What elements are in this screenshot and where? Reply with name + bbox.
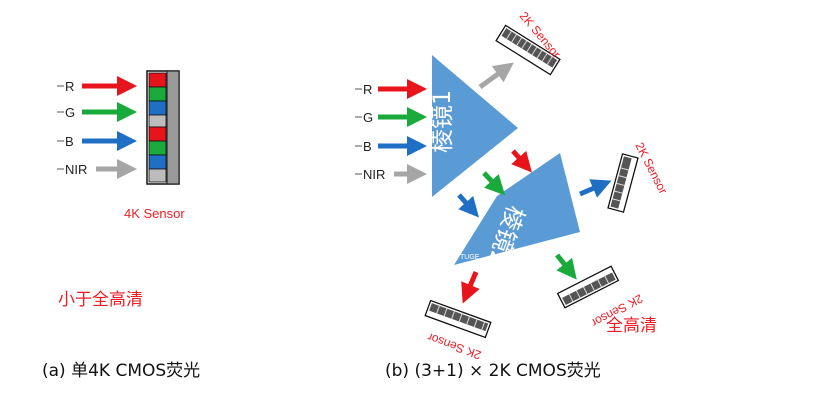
panel-a: R G B NIR 4K Sensor 小于全高清	[57, 70, 185, 310]
b-to-sensor-arrow	[579, 179, 612, 198]
b-input-label-b: B	[363, 139, 372, 154]
r-to-sensor-arrow	[461, 271, 480, 304]
4k-sensor	[146, 70, 180, 185]
g-to-sensor-arrow	[555, 253, 577, 280]
2k-sensor-green	[556, 265, 620, 309]
b-arrow-p1-p2	[457, 193, 479, 218]
prism-2-watermark: TUGE	[460, 254, 480, 261]
panel-b: R G B NIR 棱镜1 棱镜2 TUGE	[355, 9, 670, 362]
r-input-label: R	[65, 79, 74, 94]
nir-input-label-b: NIR	[363, 167, 385, 182]
panel-a-note: 小于全高清	[58, 290, 143, 310]
panel-a-caption: (a) 单4K CMOS荧光	[42, 361, 201, 381]
prism-1	[432, 55, 518, 197]
2k-sensor-red	[424, 299, 492, 339]
g-arrow-p1-p2	[482, 171, 506, 196]
4k-sensor-label: 4K Sensor	[124, 206, 185, 221]
b-input-label: B	[65, 134, 74, 149]
prism-1-label: 棱镜1	[428, 90, 456, 153]
prism-2	[454, 153, 580, 265]
2k-sensor-nir	[495, 24, 561, 76]
2k-sensor-blue	[607, 153, 639, 213]
panel-b-caption: (b) (3+1) × 2K CMOS荧光	[385, 361, 601, 381]
r-arrow-p1-p2	[511, 149, 532, 173]
g-input-label: G	[65, 105, 75, 120]
2k-sensor-blue-label: 2K Sensor	[632, 140, 670, 196]
r-input-label-b: R	[363, 82, 372, 97]
g-input-label-b: G	[363, 110, 373, 125]
nir-input-label: NIR	[65, 162, 87, 177]
nir-to-sensor-arrow	[478, 62, 514, 90]
panel-b-note: 全高清	[606, 316, 657, 336]
